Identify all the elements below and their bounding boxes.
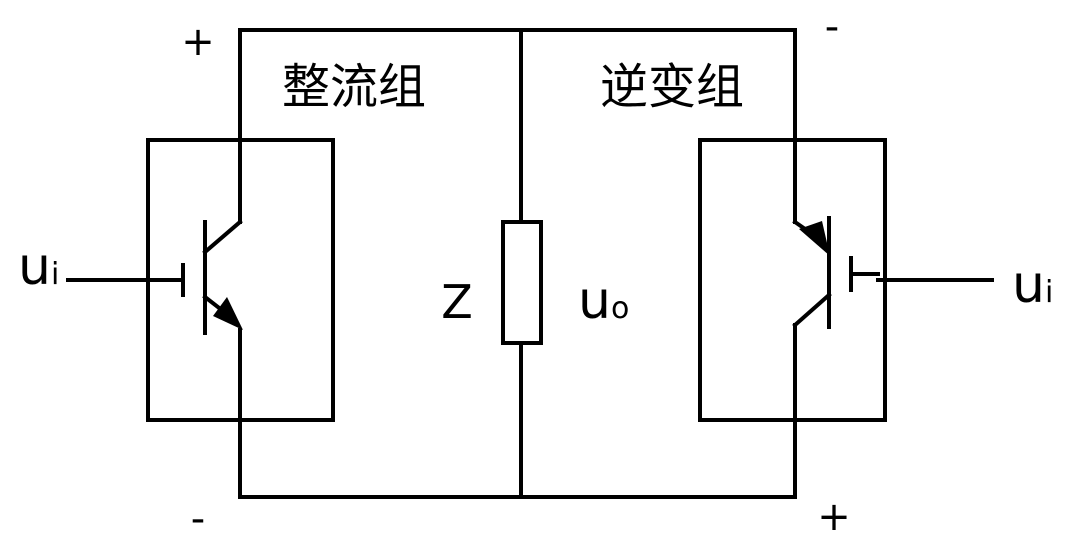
- output-sub: o: [611, 291, 629, 326]
- left-collector-diagonal: [202, 219, 243, 255]
- left-transistor: [151, 183, 243, 367]
- bottom-right-sign: +: [817, 494, 851, 540]
- bottom-left-sign: -: [191, 496, 205, 542]
- top-left-sign: +: [181, 19, 215, 65]
- load-name-label: Z: [441, 275, 473, 329]
- load-resistor: [501, 220, 543, 345]
- inverter-group-label: 逆变组: [600, 59, 744, 115]
- right-lower-diagonal: [792, 292, 832, 328]
- right-emitter-arrow: [799, 221, 830, 256]
- right-input-label: ui: [1012, 255, 1053, 315]
- inverter-group-box: [698, 138, 887, 422]
- main-wiring: [238, 28, 797, 499]
- top-right-sign: -: [825, 4, 839, 50]
- right-input-main: u: [1012, 255, 1045, 315]
- right-transistor: [792, 183, 880, 367]
- left-input-main: u: [18, 237, 51, 297]
- output-label: uo: [578, 271, 629, 331]
- left-emitter-arrow: [213, 297, 243, 330]
- output-main: u: [578, 271, 611, 331]
- left-input-sub: i: [51, 257, 59, 292]
- left-input-label: ui: [18, 237, 59, 297]
- right-input-sub: i: [1045, 275, 1053, 310]
- rectifier-group-label: 整流组: [282, 59, 426, 115]
